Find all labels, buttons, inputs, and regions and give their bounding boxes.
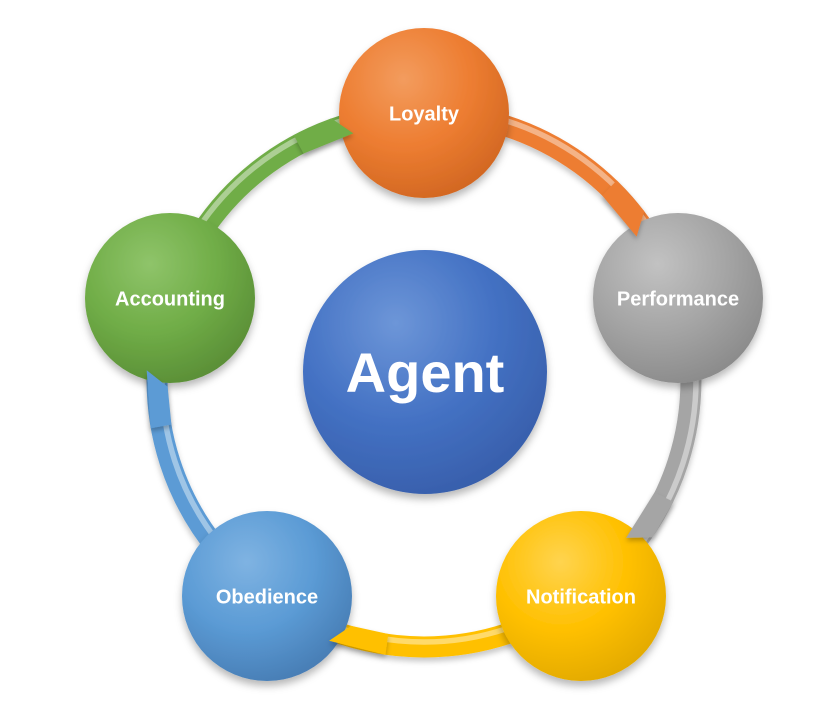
nodes-layer: [85, 28, 763, 681]
connector-tip-at-accounting: [146, 370, 172, 429]
node-circle-performance: [593, 213, 763, 383]
connector-tip-at-notification: [626, 492, 674, 538]
node-circle-notification: [496, 511, 666, 681]
connector-tip-at-obedience: [329, 625, 389, 655]
node-circle-obedience: [182, 511, 352, 681]
node-notification: [496, 511, 666, 681]
node-performance: [593, 213, 763, 383]
node-loyalty: [339, 28, 509, 198]
labels-layer: Agent Loyalty Performance Notification O…: [115, 104, 739, 609]
node-circle-agent: [303, 250, 547, 494]
node-obedience: [182, 511, 352, 681]
node-accounting: [85, 213, 255, 383]
node-agent: [303, 250, 547, 494]
node-label-loyalty: Loyalty: [389, 104, 460, 126]
connector-tip-at-loyalty: [293, 118, 354, 154]
node-circle-accounting: [85, 213, 255, 383]
connector-tip-at-performance: [602, 180, 645, 237]
node-label-notification: Notification: [526, 587, 636, 609]
node-label-obedience: Obedience: [216, 587, 318, 609]
node-label-performance: Performance: [617, 289, 739, 311]
connector-tips-layer: [146, 118, 674, 655]
node-circle-loyalty: [339, 28, 509, 198]
node-label-accounting: Accounting: [115, 289, 225, 311]
node-label-agent: Agent: [346, 341, 505, 404]
